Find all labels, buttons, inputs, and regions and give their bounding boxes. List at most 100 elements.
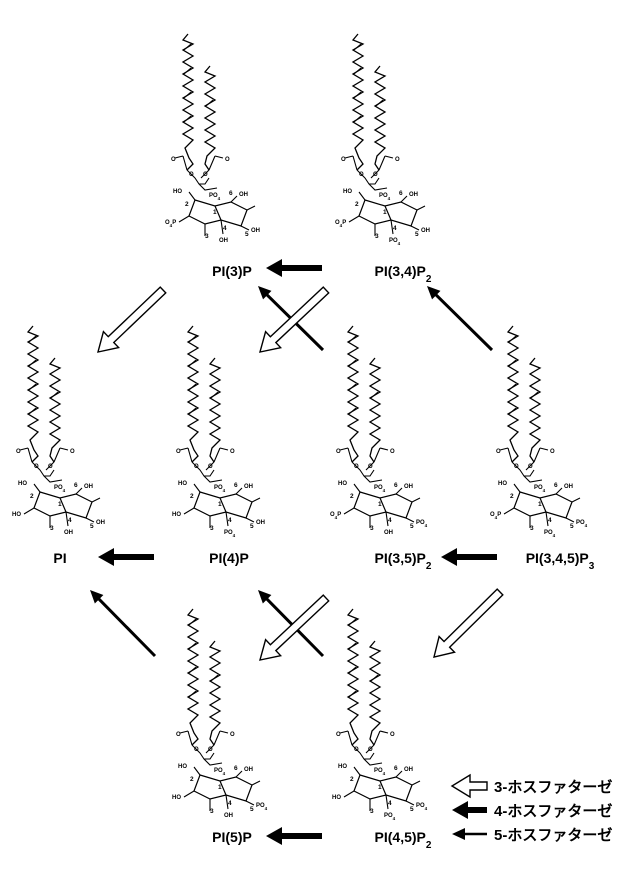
ester-link-oxygen-2: O [368,747,373,753]
ring-position-4: 4 [228,800,232,807]
ring-position-5: 5 [415,231,419,238]
ring-position-1: 1 [378,784,382,791]
hydroxyl-position-6: OH [564,484,573,490]
ester-link-oxygen-2: O [528,464,533,470]
glycerol-backbone [19,447,69,483]
ring-position-6: 6 [234,765,238,772]
ring-position-1: 1 [378,501,382,508]
ester-link-oxygen-1: O [189,172,194,178]
arrow-5-phosphatase-pi5p-to-pi [89,589,157,658]
hydroxyl-position-6: OH [244,484,253,490]
ring-position-3: 3 [205,233,209,240]
ester-link-oxygen-2: O [208,464,213,470]
linking-phosphate: PO4 [374,485,386,493]
hydroxyl-position-4: OH [219,238,228,244]
ester-link-oxygen-2: O [203,172,208,178]
phosphate-position-3: O4P [335,220,346,228]
ester-oxygen-left: O [176,732,181,738]
ring-position-5: 5 [250,806,254,813]
arrow-3-phosphatase-pi35p2-to-pi5p [259,594,330,661]
fatty-acid-chains [507,325,541,463]
ester-oxygen-left: O [176,449,181,455]
hydroxyl-position-6: OH [409,192,418,198]
hydroxyl-position-2: HO [338,481,347,487]
arrow-3-phosphatase-pi34p2-to-pi4p [259,286,330,353]
inositol-ring [353,491,413,519]
fatty-acid-chains [187,608,221,746]
ester-oxygen-left: O [496,449,501,455]
substituent-bonds [343,766,421,811]
substituent-bonds [183,483,261,528]
fatty-acid-chains [27,325,61,463]
ester-oxygen-right: O [390,732,395,738]
legend-label: 3-ホスファターゼ [494,778,612,796]
ring-position-2: 2 [30,493,34,500]
ring-position-1: 1 [218,501,222,508]
phosphate-position-5: PO4 [416,803,428,811]
inositol-ring [188,199,248,227]
fatty-acid-chains [182,33,216,171]
molecule-label: PI(3,5)P2 [375,550,432,572]
hydroxyl-position-2: HO [173,189,182,195]
linking-phosphate: PO4 [214,768,226,776]
molecule-label: PI(4)P [209,550,249,566]
hydroxyl-position-2: HO [18,481,27,487]
hydroxyl-position-2: HO [178,764,187,770]
ester-oxygen-right: O [225,157,230,163]
ring-position-3: 3 [370,808,374,815]
ester-link-oxygen-2: O [373,172,378,178]
ring-position-3: 3 [375,233,379,240]
hydroxyl-position-2: HO [178,481,187,487]
linking-phosphate: PO4 [209,193,221,201]
ring-position-1: 1 [213,209,217,216]
legend-item: 5-ホスファターゼ [452,826,612,844]
ring-position-6: 6 [399,190,403,197]
glycerol-backbone [174,155,224,191]
hydroxyl-position-5: OH [96,520,105,526]
ester-oxygen-right: O [390,449,395,455]
hydroxyl-position-4: OH [64,530,73,536]
ring-position-4: 4 [393,225,397,232]
phosphate-position-4: PO4 [389,238,401,246]
inositol-ring [33,491,93,519]
linking-phosphate: PO4 [214,485,226,493]
ester-oxygen-left: O [341,157,346,163]
ring-position-2: 2 [190,776,194,783]
substituent-bonds [343,483,421,528]
ring-position-1: 1 [538,501,542,508]
molecule-label: PI(4,5)P2 [375,829,432,851]
molecule-label: PI(5)P [212,829,252,845]
ester-oxygen-left: O [171,157,176,163]
ring-position-2: 2 [350,493,354,500]
ring-position-5: 5 [245,231,249,238]
phosphate-position-3: O4P [330,512,341,520]
substituent-bonds [23,483,101,528]
molecule-label: PI(3)P [212,263,252,279]
hydroxyl-position-2: HO [343,189,352,195]
molecule-label: PI(3,4)P2 [375,263,432,285]
phosphate-position-5: PO4 [416,520,428,528]
legend-item: 4-ホスファターゼ [452,801,612,820]
ring-position-1: 1 [58,501,62,508]
inositol-ring [193,774,253,802]
ring-position-6: 6 [394,765,398,772]
hydroxyl-position-5: OH [251,228,260,234]
ester-link-oxygen-1: O [359,172,364,178]
ring-position-5: 5 [90,523,94,530]
fatty-acid-chains [347,325,381,463]
ring-position-4: 4 [548,517,552,524]
inositol-ring [193,491,253,519]
ring-position-3: 3 [50,525,54,532]
substituent-bonds [183,766,261,811]
ring-position-3: 3 [210,808,214,815]
ring-position-5: 5 [250,523,254,530]
legend-label: 4-ホスファターゼ [494,802,612,820]
reaction-arrows [89,259,504,845]
